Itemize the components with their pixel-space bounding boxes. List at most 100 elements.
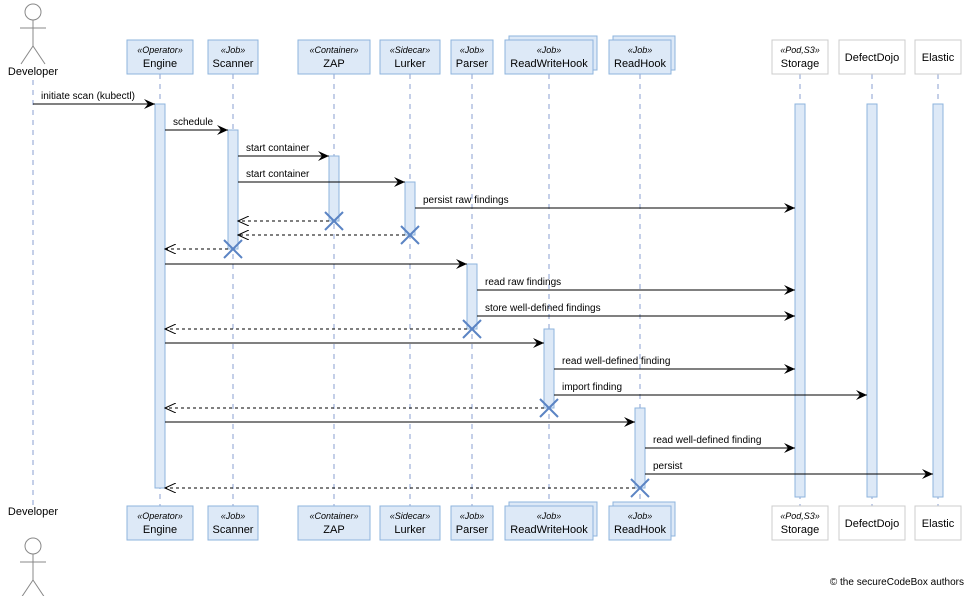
participant-stereotype: «Container» (309, 511, 358, 521)
participant-box (771, 505, 829, 541)
participant-box (126, 505, 194, 541)
actor-leg (20, 45, 34, 65)
participant-name: Storage (781, 524, 820, 536)
destroy-marker-scanner (223, 239, 243, 259)
participant-zap-bottom: «Container» ZAP (297, 505, 371, 541)
activation-storage (794, 103, 806, 498)
participant-stereotype: «Job» (460, 511, 485, 521)
actor-leg (32, 45, 46, 65)
activation-readhook (634, 407, 646, 489)
activation-defectdojo (866, 103, 878, 498)
participant-box (126, 39, 194, 75)
destroy-cross (223, 239, 243, 259)
activation-elastic (932, 103, 944, 498)
actor-icon (24, 537, 42, 555)
participant-name: ReadHook (614, 58, 666, 70)
participant-readwritehook-bottom: «Job» ReadWriteHook (504, 501, 598, 541)
participant-name: ZAP (323, 58, 344, 70)
participant-lurker-bottom: «Sidecar»Lurker (379, 505, 441, 541)
participant-name: Scanner (213, 524, 254, 536)
message-label: import finding (562, 382, 622, 393)
participant-name: Developer (8, 66, 58, 78)
participant-name: DefectDojo (845, 52, 899, 64)
message-label: start container (246, 169, 310, 180)
participant-developer-bottom: Developer (8, 506, 58, 596)
participant-name: Lurker (394, 58, 426, 70)
participant-stereotype: «Job» (628, 511, 653, 521)
participant-box (379, 39, 441, 75)
participant-stereotype: «Job» (537, 511, 562, 521)
participant-name: Scanner (213, 58, 254, 70)
destroy-marker-readwritehook (539, 398, 559, 418)
participant-box (608, 39, 672, 75)
participant-box (504, 39, 594, 75)
participant-stereotype: «Pod,S3» (780, 511, 820, 521)
destroy-cross (539, 398, 559, 418)
destroy-marker-zap (324, 211, 344, 231)
participant-name: DefectDojo (845, 518, 899, 530)
participant-stereotype: «Job» (221, 511, 246, 521)
participant-box (771, 39, 829, 75)
participant-stereotype: «Pod,S3» (780, 45, 820, 55)
actor-leg (32, 579, 45, 596)
activation-lurker (404, 181, 416, 236)
activation-readwritehook (543, 328, 555, 409)
message-label: read well-defined finding (653, 435, 761, 446)
participant-name: ReadWriteHook (510, 58, 588, 70)
message-label: schedule (173, 117, 213, 128)
participant-defectdojo-top: DefectDojo (838, 39, 906, 75)
participant-stereotype: «Operator» (137, 511, 183, 521)
participant-stereotype: «Job» (537, 45, 562, 55)
participant-box (297, 39, 371, 75)
participant-name: Lurker (394, 524, 426, 536)
destroy-cross (400, 225, 420, 245)
participant-box (914, 39, 962, 75)
message-label: persist (653, 461, 683, 472)
participant-stereotype: «Sidecar» (390, 45, 431, 55)
participant-box (838, 505, 906, 541)
participant-name: Developer (8, 506, 58, 518)
participant-box (504, 505, 594, 541)
message-label: start container (246, 143, 310, 154)
destroy-marker-parser (462, 319, 482, 339)
participant-scanner-bottom: «Job» Scanner (207, 505, 259, 541)
participant-box (914, 505, 962, 541)
participant-storage-top: «Pod,S3»Storage (771, 39, 829, 75)
participant-name: ZAP (323, 524, 344, 536)
participant-box (207, 39, 259, 75)
participant-scanner-top: «Job»Scanner (207, 39, 259, 75)
participant-elastic-bottom: Elastic (914, 505, 962, 541)
destroy-cross (462, 319, 482, 339)
participant-name: Parser (456, 524, 489, 536)
participant-name: ReadWriteHook (510, 524, 588, 536)
participant-storage-bottom: «Pod,S3» Storage (771, 505, 829, 541)
participant-box (608, 505, 672, 541)
participant-developer-top: Developer (8, 3, 58, 78)
destroy-marker-readhook (630, 478, 650, 498)
participant-stereotype: «Container» (309, 45, 358, 55)
participant-name: Elastic (922, 52, 955, 64)
destroy-marker-lurker (400, 225, 420, 245)
copyright-notice: © the secureCodeBox authors (829, 577, 964, 588)
participant-name: ReadHook (614, 524, 666, 536)
participant-readhook-bottom: «Job» ReadHook (608, 501, 676, 541)
participant-stereotype: «Job» (460, 45, 485, 55)
actor-leg (21, 579, 34, 596)
participant-name: Parser (456, 58, 489, 70)
participant-engine-top: «Operator»Engine (126, 39, 194, 75)
participant-parser-bottom: «Job» Parser (450, 505, 494, 541)
actor-icon (24, 3, 42, 21)
activation-zap (328, 155, 340, 222)
participant-defectdojo-bottom: DefectDojo (838, 505, 906, 541)
participant-zap-top: «Container» ZAP (297, 39, 371, 75)
participant-box (838, 39, 906, 75)
participant-lurker-top: «Sidecar» Lurker (379, 39, 441, 75)
participant-stereotype: «Operator» (137, 45, 183, 55)
participant-engine-bottom: «Operator»Engine (126, 505, 194, 541)
message-label: persist raw findings (423, 195, 509, 206)
activation-engine (154, 103, 166, 489)
destroy-cross (324, 211, 344, 231)
activation-scanner (227, 129, 239, 250)
participant-elastic-top: Elastic (914, 39, 962, 75)
activation-parser (466, 263, 478, 330)
